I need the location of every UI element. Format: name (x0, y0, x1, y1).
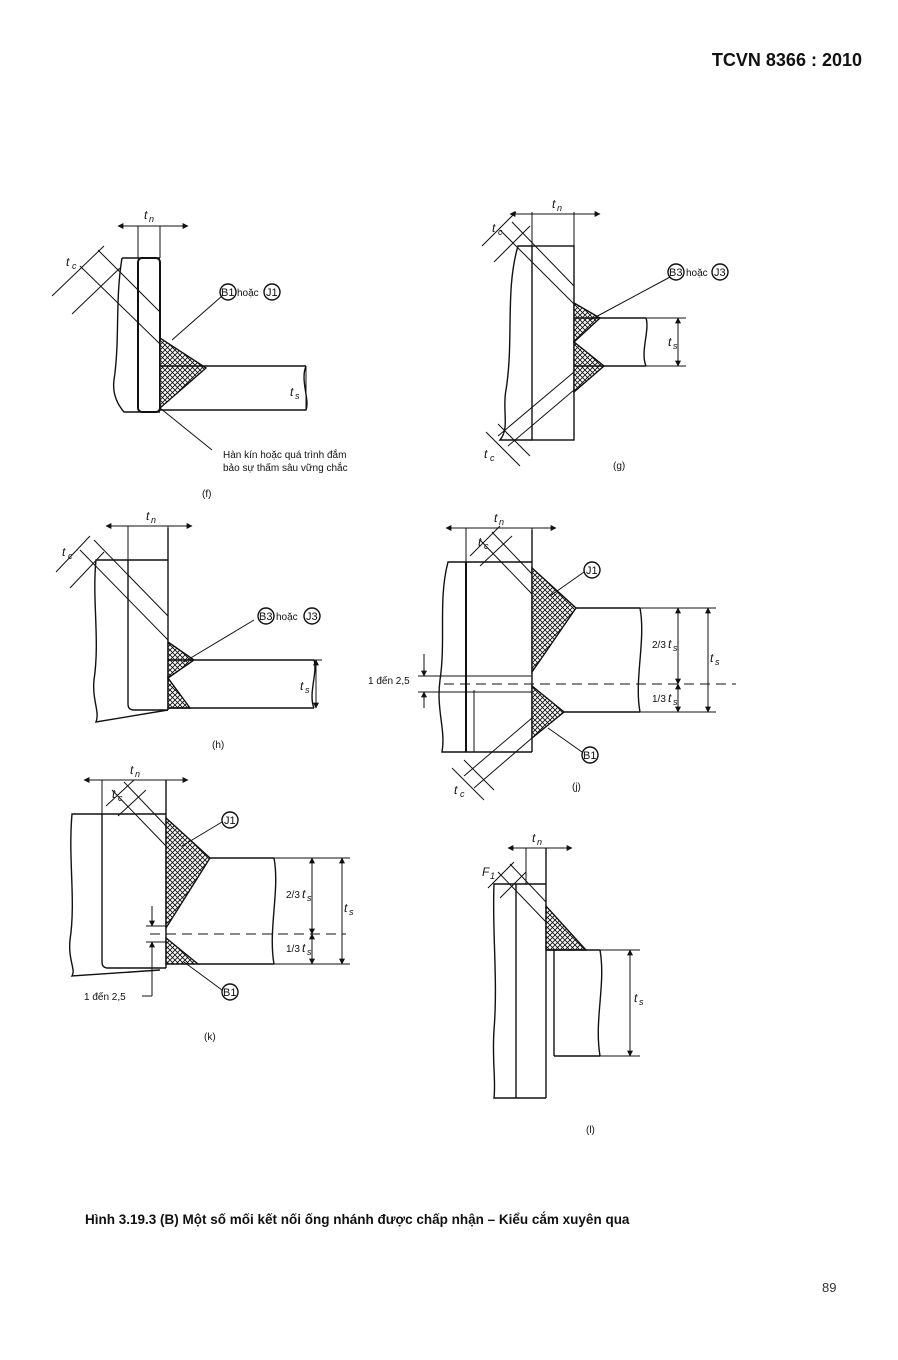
s-sub: s (673, 643, 678, 653)
b3-tag: B3 (259, 611, 272, 623)
s-sub: s (307, 947, 312, 957)
c-sub: c (484, 541, 489, 551)
weld-j-b1 (531, 684, 566, 740)
b1-tag: B1 (583, 750, 596, 762)
t-label: t (112, 787, 116, 801)
panel-label-l: (l) (586, 1125, 595, 1136)
one-sub: 1 (490, 871, 495, 881)
b1-tag: B1 (223, 987, 236, 999)
t-label: t (66, 255, 70, 269)
s-sub: s (673, 697, 678, 707)
t-label: t (454, 783, 458, 797)
b3-tag: B3 (669, 267, 682, 279)
diagram-j: t n t c t c 1 đến 2,5 2/3 t (368, 511, 736, 801)
diagram-f: t n t c t s B1 hoặc J1 Hàn kín hoặc quá … (51, 208, 348, 500)
t-label: t (668, 691, 672, 705)
t-label: t (552, 197, 556, 211)
s-sub: s (715, 657, 720, 667)
t-label: t (144, 208, 148, 222)
panel-label-h: (h) (212, 740, 224, 751)
n-sub: n (135, 769, 140, 779)
c-sub: c (72, 261, 77, 271)
c-sub: c (68, 551, 73, 561)
t-label: t (300, 679, 304, 693)
note-f-line2: bảo sự thấm sâu vững chắc (223, 461, 348, 474)
t-label: t (478, 535, 482, 549)
range-label: 1 đến 2,5 (368, 675, 410, 687)
n-sub: n (557, 203, 562, 213)
one-third: 1/3 (286, 944, 300, 955)
panel-label-j: (j) (572, 782, 581, 793)
weld-f (159, 336, 208, 410)
t-label: t (634, 991, 638, 1005)
s-sub: s (639, 997, 644, 1007)
one-third: 1/3 (652, 694, 666, 705)
weld-joint-figure: t n t c t s B1 hoặc J1 Hàn kín hoặc quá … (51, 197, 736, 1136)
hoac-word: hoặc (276, 612, 298, 623)
figure-caption: Hình 3.19.3 (B) Một số mối kết nối ống n… (85, 1212, 630, 1227)
t-label: t (130, 763, 134, 777)
c-sub: c (118, 793, 123, 803)
c-sub: c (460, 789, 465, 799)
t-label: t (710, 651, 714, 665)
t-label: t (668, 335, 672, 349)
weld-g-top (573, 301, 602, 344)
c-sub: c (490, 453, 495, 463)
diagram-l: t n F 1 t s (l) (482, 831, 644, 1136)
t-label: t (532, 831, 536, 845)
weld-h-bottom (167, 675, 192, 709)
hoac-word: hoặc (237, 288, 259, 299)
panel-label-g: (g) (613, 461, 625, 472)
t-label: t (668, 637, 672, 651)
j3-tag: J3 (714, 267, 726, 279)
s-sub: s (307, 893, 312, 903)
t-label: t (344, 901, 348, 915)
j1-tag: J1 (266, 287, 278, 299)
b1-tag: B1 (221, 287, 234, 299)
s-sub: s (349, 907, 354, 917)
t-label: t (492, 221, 496, 235)
F-label: F (482, 865, 490, 879)
n-sub: n (149, 214, 154, 224)
t-label: t (494, 511, 498, 525)
c-sub: c (498, 227, 503, 237)
diagram-g: t n t c t c t s B3 hoặc J3 (g) (481, 197, 729, 472)
s-sub: s (295, 391, 300, 401)
page-number: 89 (822, 1280, 837, 1295)
note-f-line1: Hàn kín hoặc quá trình đắm (223, 448, 346, 461)
n-sub: n (499, 517, 504, 527)
weld-k-j1 (165, 816, 211, 931)
two-thirds: 2/3 (286, 890, 300, 901)
hoac-word: hoặc (686, 268, 708, 279)
n-sub: n (537, 837, 542, 847)
panel-label-f: (f) (202, 489, 211, 500)
standard-code: TCVN 8366 : 2010 (711, 50, 862, 70)
diagram-k: t n t c 1 đến 2,5 2/3 t s 1/3 t s t (68, 763, 354, 1043)
weld-k-b1 (165, 936, 200, 965)
range-label: 1 đến 2,5 (84, 991, 126, 1003)
weld-g-bottom (573, 340, 606, 394)
t-label: t (302, 887, 306, 901)
weld-l (545, 904, 588, 951)
j3-tag: J3 (306, 611, 318, 623)
s-sub: s (305, 685, 310, 695)
t-label: t (302, 941, 306, 955)
t-label: t (62, 545, 66, 559)
t-label: t (146, 509, 150, 523)
weld-j1 (531, 566, 577, 675)
j1-tag: J1 (224, 815, 236, 827)
t-label: t (290, 385, 294, 399)
panel-label-k: (k) (204, 1032, 216, 1043)
j1-tag: J1 (586, 565, 598, 577)
t-label: t (484, 447, 488, 461)
two-thirds: 2/3 (652, 640, 666, 651)
s-sub: s (673, 341, 678, 351)
n-sub: n (151, 515, 156, 525)
diagram-h: t n t c t s B3 hoặc J3 (h) (55, 509, 322, 751)
